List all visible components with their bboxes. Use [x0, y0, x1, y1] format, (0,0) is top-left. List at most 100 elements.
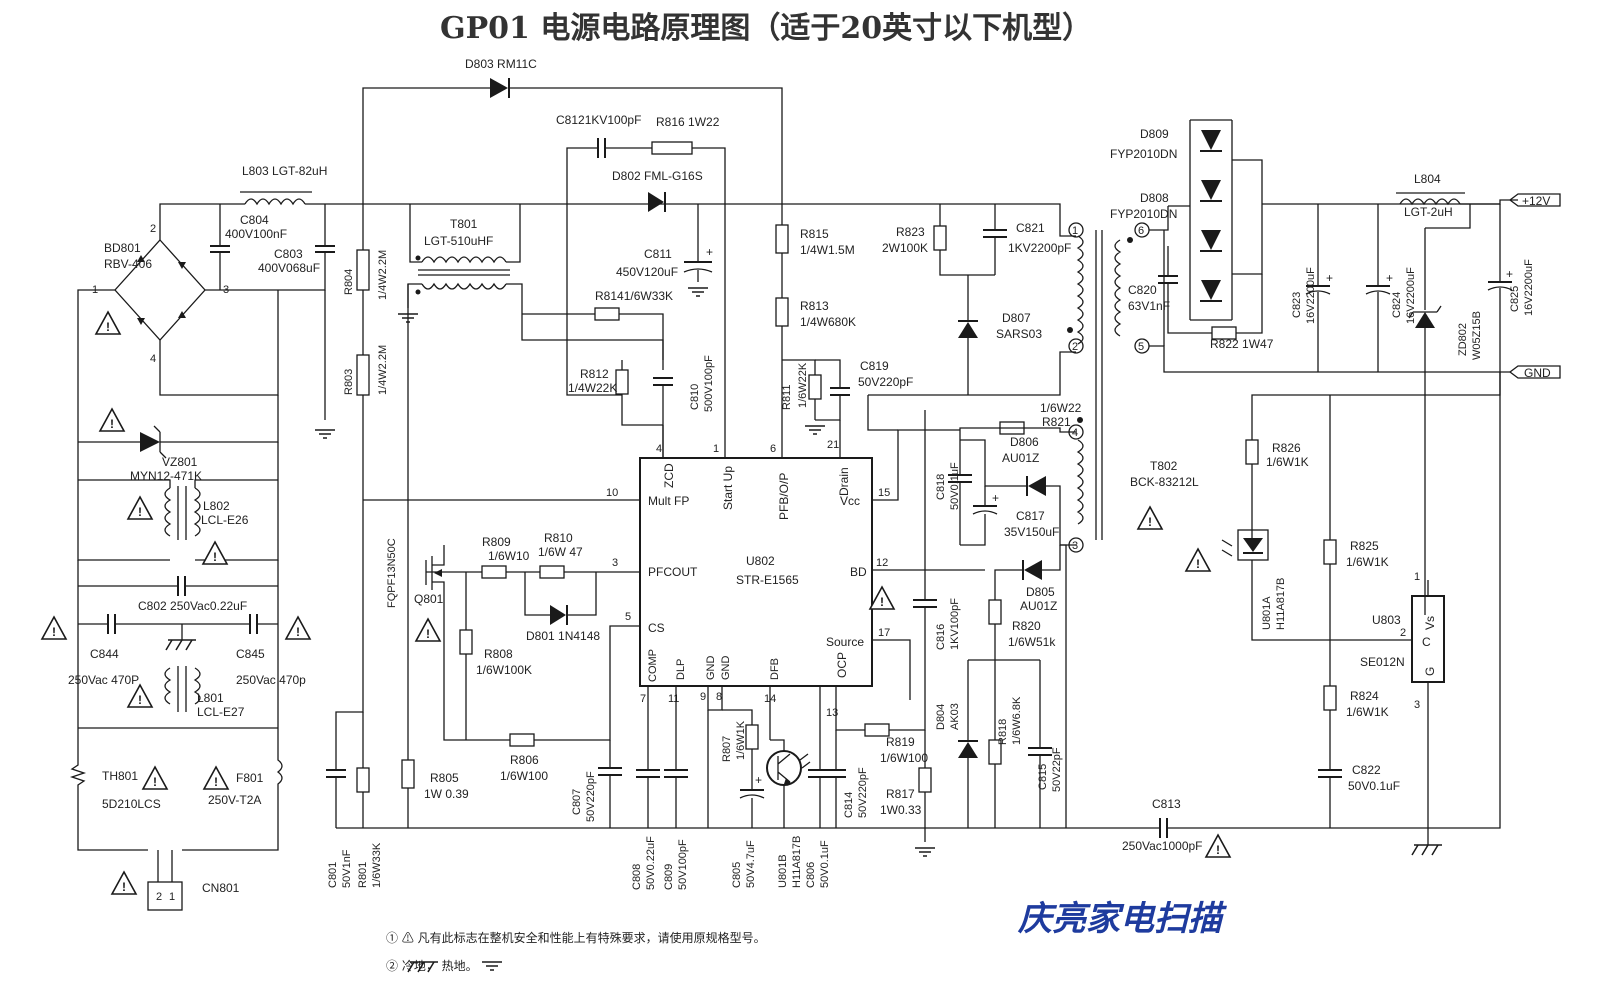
label-d806-value: AU01Z	[1002, 451, 1039, 465]
label-r813: R813	[800, 299, 829, 313]
label-u801b-value: H11A817B	[791, 836, 803, 888]
label-c813-value: 250Vac1000pF	[1122, 839, 1203, 853]
label-r824-value: 1/6W1K	[1346, 705, 1389, 719]
label-r807-value: 1/6W1K	[735, 720, 747, 760]
label-r826-value: 1/6W1K	[1266, 455, 1309, 469]
pin-num-21: 21	[827, 439, 839, 451]
svg-text:1: 1	[1414, 571, 1420, 583]
label-r818: R818	[997, 719, 1009, 745]
label-t802: T802	[1150, 459, 1178, 473]
label-c814-value: 50V220pF	[857, 767, 869, 818]
label-r815: R815	[800, 227, 829, 241]
label-c810-value: 500V100pF	[703, 355, 715, 412]
label-r814: R8141/6W33K	[595, 289, 673, 303]
label-c820: C820	[1128, 283, 1157, 297]
label-r812: R812	[580, 367, 609, 381]
svg-text:2: 2	[156, 891, 162, 903]
pin-num-7: 7	[640, 693, 646, 705]
label-r825: R825	[1350, 539, 1379, 553]
svg-text:5: 5	[1138, 341, 1144, 353]
pin-num-10: 10	[606, 487, 618, 499]
label-d801: D801 1N4148	[526, 629, 600, 643]
label-f801: F801	[236, 771, 264, 785]
label-c820-value: 63V1nF	[1128, 299, 1170, 313]
label-c815-value: 50V22pF	[1051, 747, 1063, 792]
label-c811: C811	[644, 247, 672, 261]
svg-text:3: 3	[1072, 540, 1078, 552]
label-c811-value: 450V120uF	[616, 265, 678, 279]
label-u801b: U801B	[777, 854, 789, 888]
label-r811-value: 1/6W22K	[797, 362, 809, 408]
label-r823-value: 2W100K	[882, 241, 928, 255]
diagram-title: GP01 电源电路原理图（适于20英寸以下机型）	[440, 11, 1092, 46]
label-r808: R808	[484, 647, 513, 661]
label-c813: C813	[1152, 797, 1181, 811]
svg-text:6: 6	[1138, 225, 1144, 237]
pin-num-8: 8	[716, 691, 722, 703]
label-r821: R821	[1042, 415, 1071, 429]
ic-pin-pfcout: PFCOUT	[648, 565, 698, 579]
label-r824: R824	[1350, 689, 1379, 703]
label-c816-value: 1KV100pF	[949, 598, 961, 650]
label-c821: C821	[1016, 221, 1045, 235]
label-d809: D809	[1140, 127, 1169, 141]
label-c804-value: 400V100nF	[225, 227, 287, 241]
label-c844: C844	[90, 647, 119, 661]
pin-num-9: 9	[700, 691, 706, 703]
label-r816: R816 1W22	[656, 115, 720, 129]
label-r804: R804	[343, 269, 355, 295]
label-d807: D807	[1002, 311, 1031, 325]
pin-num-15: 15	[878, 487, 890, 499]
pin-num-5: 5	[625, 611, 631, 623]
label-f801-value: 250V-T2A	[208, 793, 261, 807]
svg-text:+: +	[992, 491, 999, 505]
ic-pin-dfb: DFB	[769, 658, 781, 680]
label-r813-value: 1/4W680K	[800, 315, 856, 329]
svg-text:4: 4	[1072, 427, 1078, 439]
label-d805-value: AU01Z	[1020, 599, 1057, 613]
label-d804: D804	[935, 704, 947, 730]
ic-pin-gnd2: GND	[720, 656, 732, 681]
label-r806-value: 1/6W100	[500, 769, 548, 783]
label-c807: C807	[571, 789, 583, 815]
ic-u802-part: STR-E1565	[736, 573, 799, 587]
ic-pin-source: Source	[826, 635, 864, 649]
svg-text:3: 3	[1414, 699, 1420, 711]
label-c819-value: 50V220pF	[858, 375, 913, 389]
label-c812: C8121KV100pF	[556, 113, 641, 127]
label-d803: D803 RM11C	[465, 57, 537, 71]
label-r810-value: 1/6W 47	[538, 545, 583, 559]
label-c803: C803	[274, 247, 303, 261]
svg-text:2: 2	[1072, 341, 1078, 353]
label-c823: C823	[1291, 292, 1303, 318]
label-r822: R822 1W47	[1210, 337, 1274, 351]
label-q801: Q801	[414, 592, 444, 606]
label-l802: L802	[203, 499, 230, 513]
ic-pin-pfb: PFB/O/P	[777, 473, 791, 520]
label-l804: L804	[1414, 172, 1441, 186]
label-c806: C806	[805, 862, 817, 888]
label-c822: C822	[1352, 763, 1381, 777]
label-bd801: BD801	[104, 241, 141, 255]
label-u803-g: G	[1423, 667, 1437, 676]
ic-pin-comp: COMP	[647, 649, 659, 682]
svg-text:GND: GND	[1524, 366, 1551, 380]
note-1: ① ⚠ 凡有此标志在整机安全和性能上有特殊要求，请使用原规格型号。	[386, 930, 766, 945]
label-d808-value: FYP2010DN	[1110, 207, 1177, 221]
label-t801-value: LGT-510uHF	[424, 234, 493, 248]
label-c801-value: 50V1nF	[341, 849, 353, 888]
label-c825-value: 16V2200uF	[1523, 259, 1535, 316]
svg-text:+: +	[755, 773, 762, 787]
pin-num-1: 1	[713, 443, 719, 455]
label-r821-value: 1/6W22	[1040, 401, 1082, 415]
svg-text:1: 1	[169, 891, 175, 903]
label-c825: C825	[1509, 286, 1521, 312]
label-r823: R823	[896, 225, 925, 239]
svg-text:+: +	[1386, 271, 1393, 285]
label-c823-value: 16V2200uF	[1305, 267, 1317, 324]
label-l803: L803 LGT-82uH	[242, 164, 327, 178]
label-c802: C802 250Vac0.22uF	[138, 599, 247, 613]
ic-pin-drain: Drain	[837, 467, 851, 496]
label-r817-value: 1W0.33	[880, 803, 922, 817]
